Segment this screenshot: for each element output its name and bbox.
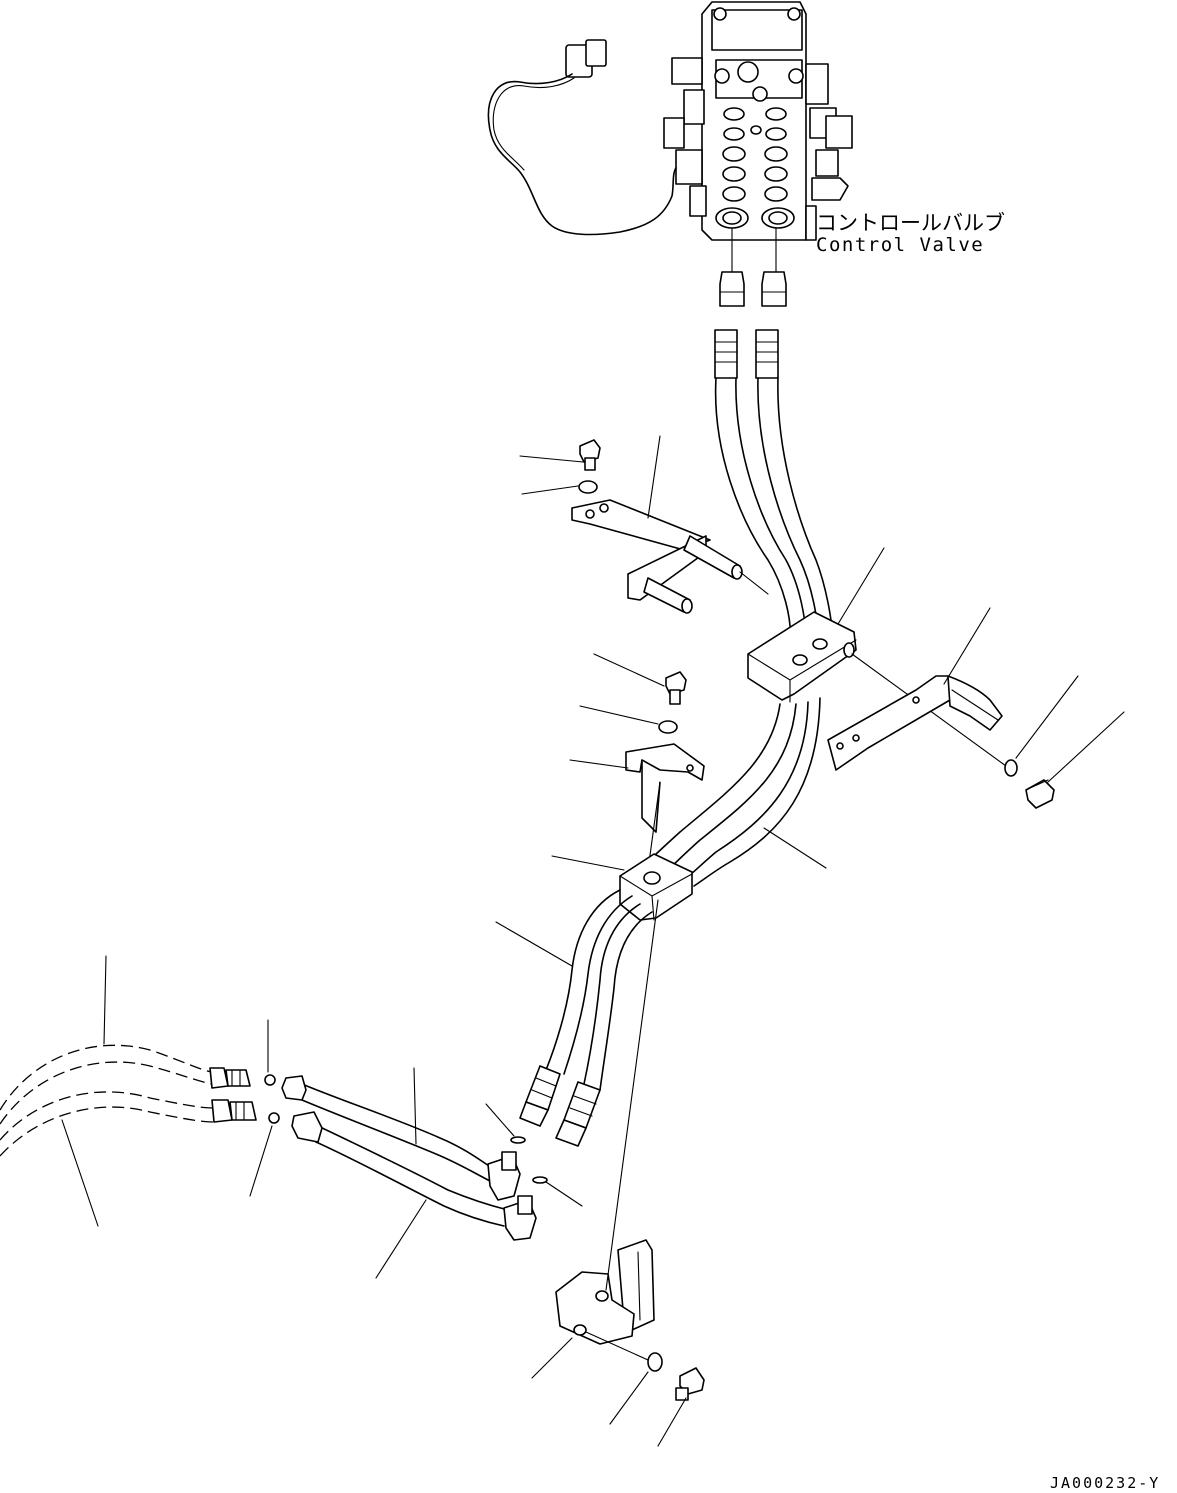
lower-bracket bbox=[555, 899, 659, 1361]
lower-left-pipes bbox=[281, 1075, 537, 1241]
upper-bolt bbox=[579, 439, 601, 471]
upper-bracket bbox=[571, 499, 769, 614]
lower-hoses bbox=[519, 889, 653, 1147]
control-valve bbox=[663, 1, 853, 241]
o-ring bbox=[268, 1112, 280, 1124]
right-bolt bbox=[1025, 779, 1055, 809]
control-valve-label-ja: コントロールバルブ bbox=[816, 211, 1005, 235]
o-ring bbox=[264, 1074, 276, 1086]
drawing-code: JA000232-Y bbox=[1050, 1474, 1160, 1492]
right-bracket bbox=[827, 675, 1003, 771]
leader-lines bbox=[61, 435, 1125, 1447]
valve-fittings bbox=[719, 227, 787, 307]
electrical-connector bbox=[487, 39, 677, 236]
middle-washer bbox=[658, 720, 678, 734]
lower-hose-clamp bbox=[619, 853, 693, 921]
right-washer bbox=[1004, 759, 1018, 777]
clamp-cover bbox=[625, 743, 705, 871]
lower-washer bbox=[647, 1352, 663, 1372]
o-ring bbox=[510, 1136, 526, 1144]
o-ring bbox=[532, 1176, 548, 1184]
chassis-pipes-dashed bbox=[0, 1044, 257, 1157]
lower-bolt bbox=[675, 1367, 705, 1401]
upper-hoses bbox=[714, 329, 833, 641]
middle-bolt bbox=[665, 671, 687, 705]
valve-ports bbox=[715, 107, 795, 229]
control-valve-label-en: Control Valve bbox=[816, 234, 984, 256]
upper-washer bbox=[578, 480, 598, 494]
